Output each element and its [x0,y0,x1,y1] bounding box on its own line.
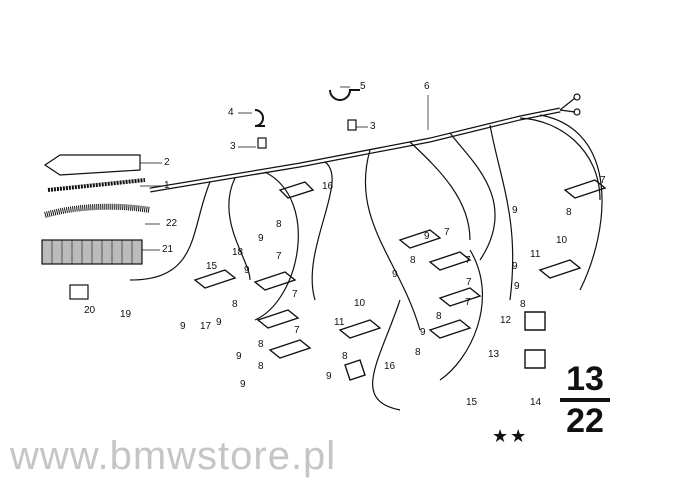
part-number-label: 8 [258,361,264,372]
part-number-label: 9 [512,261,518,272]
part-number-label: 16 [384,361,396,372]
part-number-label: 15 [206,261,218,272]
part-number-label: 9 [180,321,186,332]
part-number-label: 8 [436,311,442,322]
part-number-label: 10 [354,298,366,309]
part-number-label: 8 [342,351,348,362]
watermark: www.bmwstore.pl [10,434,337,478]
part-number-label: 7 [294,325,300,336]
part-number-label: 8 [415,347,421,358]
group-number-bottom: 22 [566,402,604,440]
part-number-label: 7 [465,255,471,266]
part-number-label: 21 [162,244,174,255]
part-number-label: 20 [84,305,96,316]
part-number-label: 7 [465,297,471,308]
part-number-label: 19 [120,309,132,320]
part-number-label: 8 [232,299,238,310]
part-number-label: 7 [444,227,450,238]
part-number-label: 7 [276,251,282,262]
part-number-label: 13 [488,349,500,360]
part-number-label: 3 [370,121,376,132]
part-number-label: 9 [216,317,222,328]
part-number-label: 7 [466,277,472,288]
part-number-label: 8 [566,207,572,218]
part-number-label: 9 [240,379,246,390]
group-number-top: 13 [566,360,604,398]
part-number-label: 9 [514,281,520,292]
part-number-label: 9 [236,351,242,362]
part-number-label: 9 [244,265,250,276]
part-number-label: 9 [258,233,264,244]
part-number-label: 11 [334,317,345,328]
part-number-label: 2 [164,157,170,168]
part-number-label: 18 [232,247,244,258]
part-number-label: 4 [228,107,234,118]
part-number-label: 10 [556,235,568,246]
part-number-label: 8 [276,219,282,230]
stars-mark: ★★ [492,426,529,446]
part-number-label: 14 [530,397,542,408]
part-number-label: 3 [230,141,236,152]
part-number-label: 12 [500,315,512,326]
part-number-label: 6 [424,81,430,92]
part-number-label: 9 [326,371,332,382]
group-number: 13 22 [560,362,610,438]
part-number-label: 1 [164,180,170,191]
part-number-label: 5 [360,81,366,92]
part-number-label: 11 [530,249,541,260]
group-divider [560,398,610,402]
part-number-label: 8 [520,299,526,310]
part-number-label: 7 [600,175,606,186]
part-number-label: 16 [322,181,334,192]
part-number-label: 9 [392,269,398,280]
part-number-label: 22 [166,218,178,229]
part-number-label: 8 [410,255,416,266]
part-number-label: 17 [200,321,212,332]
part-number-label: 9 [424,231,430,242]
part-number-label: 7 [292,289,298,300]
part-number-label: 15 [466,397,478,408]
part-number-label: 8 [258,339,264,350]
part-number-label: 9 [420,327,426,338]
part-number-label: 9 [512,205,518,216]
